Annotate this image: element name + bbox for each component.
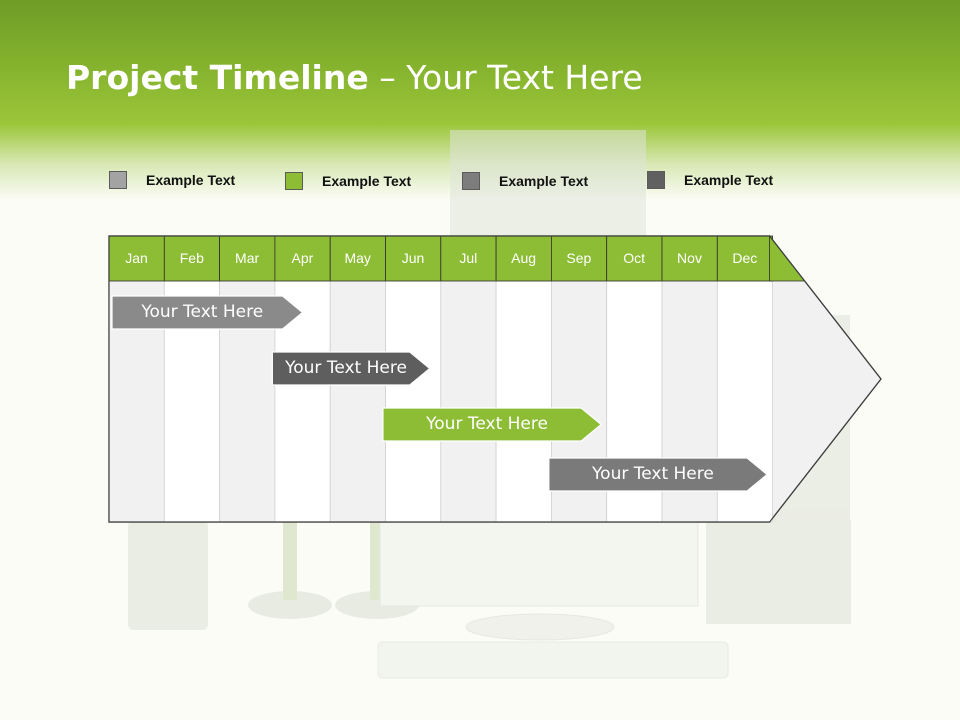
title-bold: Project Timeline [66, 58, 369, 97]
month-label: Sep [566, 250, 592, 266]
legend-item-3: Example Text [462, 172, 622, 192]
task-label-4: Your Text Here [592, 464, 714, 484]
month-header-cell [661, 235, 718, 282]
month-header-cell [606, 235, 663, 282]
legend-swatch-4 [647, 171, 665, 189]
legend-label-1: Example Text [146, 172, 236, 188]
month-label: Apr [291, 250, 314, 266]
task-arrow-4 [548, 457, 769, 492]
task-label-3: Your Text Here [426, 414, 548, 434]
month-label: Dec [732, 250, 758, 266]
title-rest: – Your Text Here [368, 58, 643, 97]
month-label: Jul [459, 250, 478, 266]
legend-swatch-2 [285, 172, 303, 190]
legend-swatch-3 [462, 172, 480, 190]
month-header-cell [716, 235, 773, 282]
month-label: Aug [511, 250, 537, 266]
task-arrow-2 [271, 351, 431, 386]
task-arrow-3 [382, 407, 603, 442]
legend-label-2: Example Text [322, 173, 412, 189]
month-label: Nov [677, 250, 702, 266]
month-column [385, 280, 442, 523]
month-label: May [344, 250, 371, 266]
month-column [329, 280, 386, 523]
legend-item-1: Example Text [109, 171, 269, 191]
month-header-cell [108, 235, 165, 282]
slide-title: Project Timeline – Your Text Here [66, 58, 643, 97]
month-label: Oct [623, 250, 646, 266]
month-label: Feb [179, 250, 204, 266]
month-column [440, 280, 497, 523]
month-header-cell [551, 235, 608, 282]
month-label: Jan [125, 250, 148, 266]
month-label: Mar [235, 250, 260, 266]
legend-swatch-1 [109, 171, 127, 189]
legend-item-4: Example Text [647, 171, 807, 191]
month-label: Jun [401, 250, 425, 266]
legend-item-2: Example Text [285, 172, 445, 192]
task-arrow-1 [111, 295, 304, 330]
task-label-2: Your Text Here [285, 358, 407, 378]
month-header-cell [329, 235, 386, 282]
month-header-cell [440, 235, 497, 282]
legend-label-4: Example Text [684, 172, 774, 188]
task-label-1: Your Text Here [141, 302, 264, 322]
legend-label-3: Example Text [499, 173, 589, 189]
timeline-arrow-outline [108, 235, 882, 523]
month-column [495, 280, 552, 523]
